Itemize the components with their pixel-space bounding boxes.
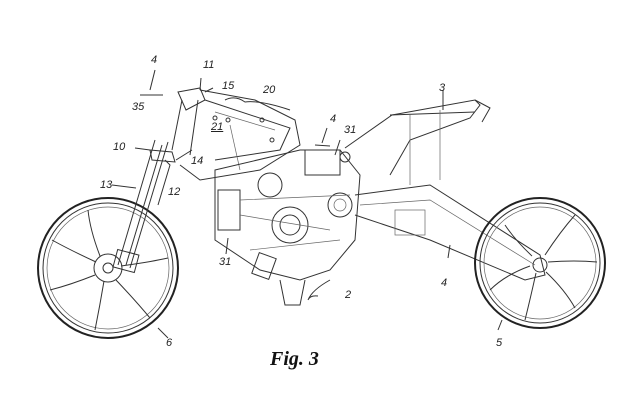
ref-2: 2	[345, 289, 352, 301]
front-fork	[112, 139, 176, 274]
ref-5: 5	[496, 337, 503, 349]
swingarm	[354, 184, 546, 281]
figure-caption: Fig. 3	[270, 348, 319, 370]
ref-31-top: 31	[344, 124, 357, 136]
subframe	[339, 99, 491, 185]
ref-12: 12	[168, 186, 181, 198]
ref-35: 35	[132, 101, 145, 113]
ref-section-4-mid: 4	[330, 113, 337, 125]
frame	[171, 87, 301, 181]
ref-section-4-top: 4	[151, 54, 158, 66]
ref-14: 14	[191, 155, 204, 167]
ref-11: 11	[203, 59, 215, 71]
ref-21: 21	[211, 121, 224, 133]
ref-15: 15	[222, 80, 235, 92]
ref-10: 10	[113, 141, 126, 153]
ref-13: 13	[100, 179, 113, 191]
ref-3: 3	[439, 82, 446, 94]
ref-4-swingarm: 4	[441, 277, 448, 289]
front-wheel	[37, 197, 179, 339]
ref-6: 6	[166, 337, 173, 349]
rear-wheel	[474, 197, 606, 329]
leader-lines	[111, 69, 503, 339]
engine	[214, 149, 361, 306]
ref-31-bottom: 31	[219, 256, 232, 268]
ref-20: 20	[263, 84, 276, 96]
